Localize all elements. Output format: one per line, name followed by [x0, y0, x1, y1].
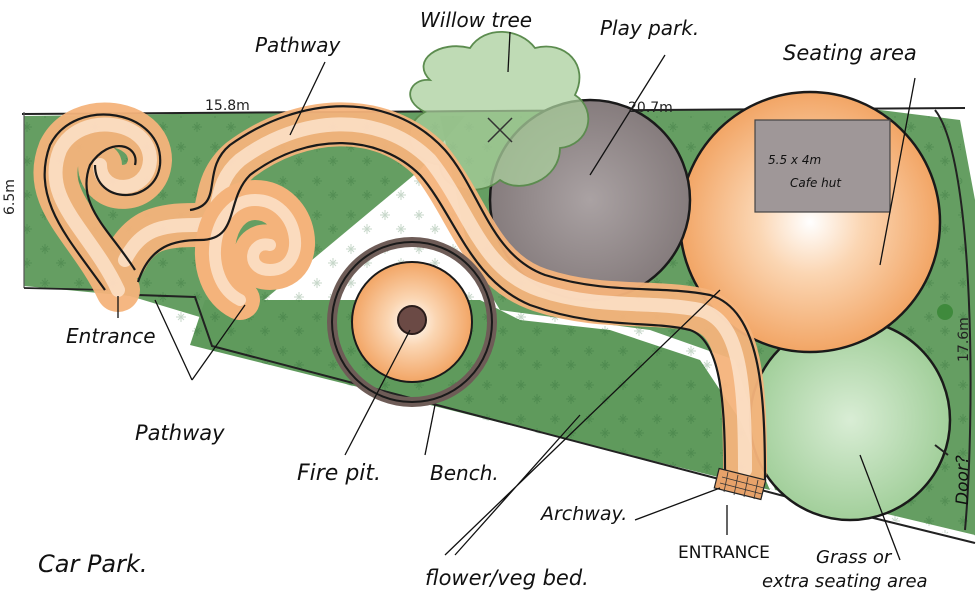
label-fire-pit: Fire pit. — [297, 461, 381, 486]
label-cafe-size: 5.5 x 4m — [768, 153, 821, 167]
label-cafe-hut: Cafe hut — [790, 176, 842, 190]
label-door: Door? — [953, 455, 973, 505]
measure-top-right: 20.7m — [628, 100, 673, 116]
label-willow-tree: Willow tree — [420, 8, 532, 32]
label-grass: Grass or — [816, 547, 893, 568]
measure-right: 17.6m — [956, 317, 972, 362]
leader-lines — [117, 31, 916, 561]
label-archway: Archway. — [539, 503, 627, 525]
archway — [713, 467, 767, 501]
label-bench: Bench. — [430, 461, 499, 485]
door-icon — [934, 444, 949, 456]
path-edge-outer — [43, 113, 727, 471]
grass-area — [748, 318, 952, 522]
label-play-park: Play park. — [600, 16, 699, 40]
right-boundary — [934, 109, 972, 531]
path-edge-inner — [85, 105, 767, 481]
label-flower-veg-bed: flower/veg bed. — [425, 566, 589, 590]
label-entrance-left: Entrance — [66, 324, 156, 348]
shrub-icon — [937, 304, 953, 320]
cafe-hut — [754, 119, 891, 213]
label-pathway-bottom: Pathway — [135, 421, 225, 445]
label-extra-seating: extra seating area — [762, 571, 928, 592]
measure-top-left: 15.8m — [205, 98, 250, 114]
bench-ring-edge — [331, 241, 493, 403]
measure-left: 6.5m — [2, 179, 18, 215]
fire-pit — [397, 305, 427, 335]
label-seating-area: Seating area — [783, 41, 917, 65]
label-entrance-bottom: ENTRANCE — [678, 543, 770, 563]
inner-spiral-highlight — [208, 193, 301, 306]
label-pathway-top: Pathway — [255, 33, 341, 57]
willow-marker-icon — [487, 117, 513, 143]
label-car-park: Car Park. — [38, 550, 148, 578]
